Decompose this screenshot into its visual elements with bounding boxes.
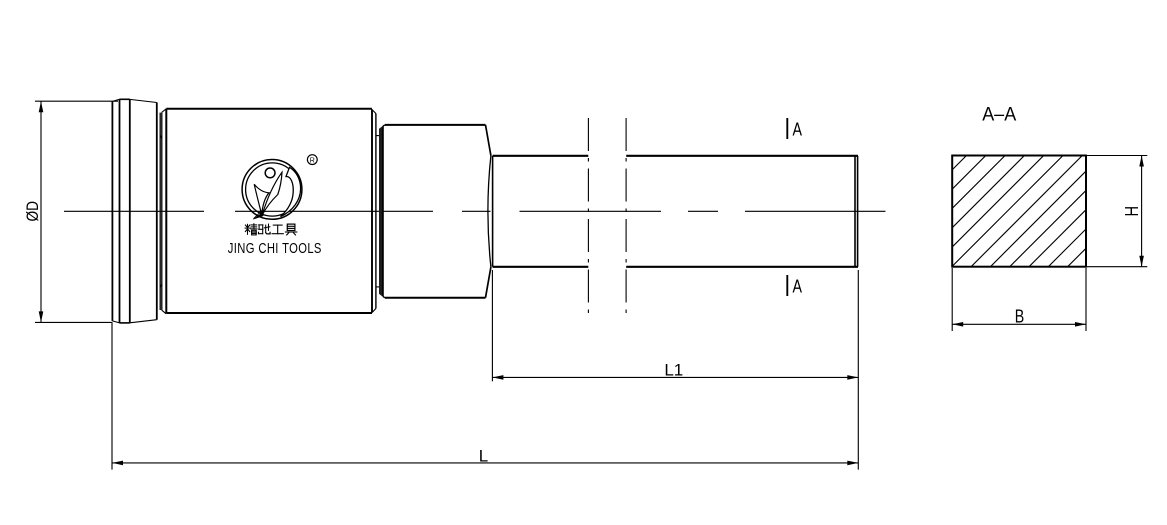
svg-text:ØD: ØD <box>23 201 42 222</box>
svg-text:A: A <box>792 276 802 296</box>
svg-text:H: H <box>1122 206 1142 217</box>
svg-text:B: B <box>1015 307 1025 327</box>
svg-text:A: A <box>792 119 802 139</box>
svg-text:R: R <box>310 157 315 164</box>
svg-text:L1: L1 <box>664 360 683 379</box>
svg-text:JING CHI TOOLS: JING CHI TOOLS <box>228 240 322 257</box>
svg-text:L: L <box>479 446 488 465</box>
svg-text:A–A: A–A <box>982 103 1016 125</box>
